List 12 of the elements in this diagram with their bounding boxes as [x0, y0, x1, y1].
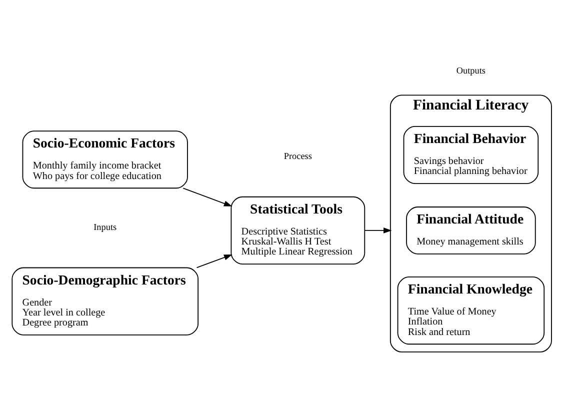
arrow	[196, 254, 232, 268]
node-box: Financial Attitude Money management skills	[406, 206, 536, 254]
label: Inputs	[94, 222, 117, 232]
node-box: Financial Knowledge Time Value of Money Inflation Risk and return	[397, 276, 545, 344]
arrow	[364, 227, 392, 233]
arrow	[182, 187, 232, 206]
node-box: Socio-Economic Factors Monthly family income bracket Who pays for college education	[22, 130, 188, 188]
node-box: Financial Behavior Savings behavior Financial planning behavior	[403, 126, 539, 184]
label: Process	[284, 150, 312, 161]
label: Outputs	[456, 65, 486, 76]
node-box: Socio-Demographic Factors Gender Year level in college Degree program	[12, 266, 199, 335]
node-box: Statistical Tools Descriptive Statistics Kruskal-Wallis H Test Multiple Linear Regression	[230, 196, 366, 264]
